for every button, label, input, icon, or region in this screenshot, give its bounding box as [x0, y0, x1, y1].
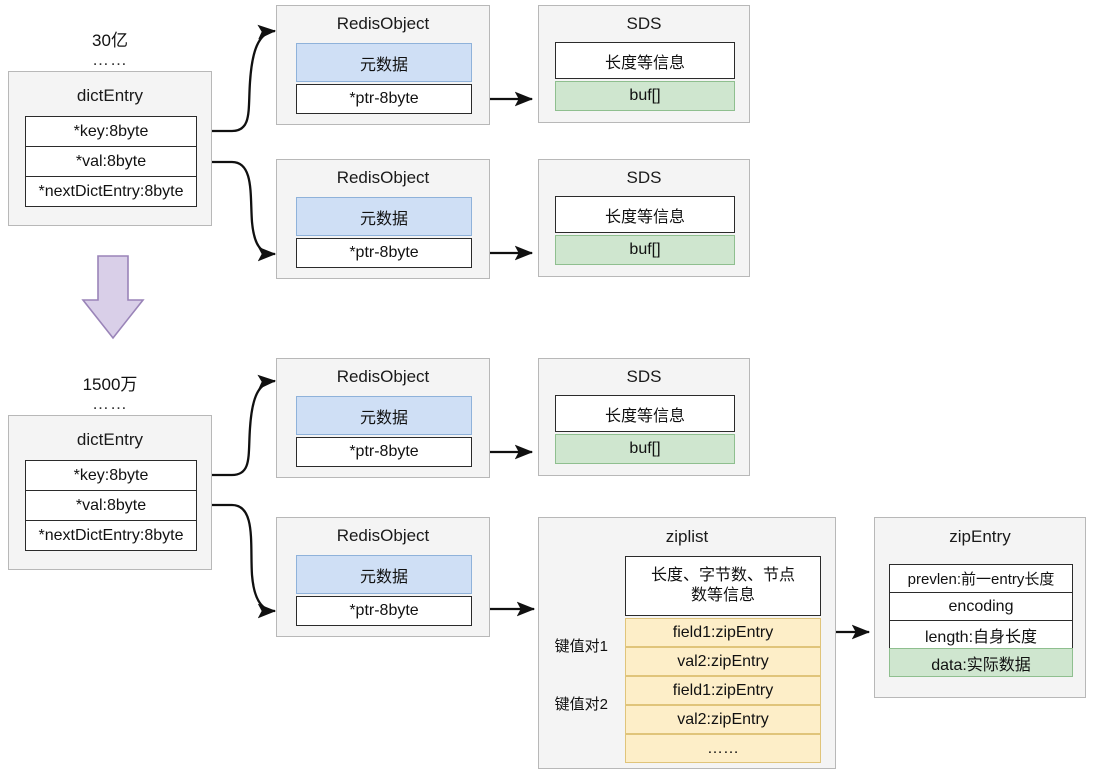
dictentry-row-key-top: *key:8byte: [25, 116, 197, 147]
sds-length-top2: 长度等信息: [555, 196, 735, 233]
sds-length-top1: 长度等信息: [555, 42, 735, 79]
redisobject-card-top2: RedisObject 元数据 *ptr-8byte: [276, 159, 490, 279]
sds-length-bottom1: 长度等信息: [555, 395, 735, 432]
dictentry-row-next-top: *nextDictEntry:8byte: [25, 176, 197, 207]
arrow-val-to-redisobject-bottom: [212, 503, 277, 619]
sds-card-top2: SDS 长度等信息 buf[]: [538, 159, 750, 277]
redisobject-card-bottom1: RedisObject 元数据 *ptr-8byte: [276, 358, 490, 478]
zipentry-title: zipEntry: [949, 527, 1011, 546]
bottom-count-label: 1500万: [82, 375, 138, 394]
kv-pair-1-label: 键值对1: [554, 638, 608, 655]
redisobject-meta-bottom1: 元数据: [296, 396, 472, 435]
ziplist-title: ziplist: [665, 527, 709, 546]
arrow-key-to-redisobject-bottom: [212, 374, 277, 477]
dictentry-card-top: dictEntry *key:8byte *val:8byte *nextDic…: [8, 71, 212, 226]
ziplist-header-line2: 数等信息: [690, 587, 755, 604]
sds-title-top1: SDS: [626, 14, 662, 33]
sds-buf-top1: buf[]: [555, 81, 735, 111]
zipentry-row-length: length:自身长度: [889, 620, 1073, 649]
top-count-label: 30亿: [92, 31, 128, 50]
ziplist-card: ziplist 长度、字节数、节点 数等信息 field1:zipEntry v…: [538, 517, 836, 769]
zipentry-card: zipEntry prevlen:前一entry长度 encoding leng…: [874, 517, 1086, 698]
redisobject-ptr-top1: *ptr-8byte: [296, 84, 472, 114]
redisobject-meta-bottom2: 元数据: [296, 555, 472, 594]
ziplist-header-box: 长度、字节数、节点 数等信息: [625, 556, 821, 616]
zipentry-row-encoding: encoding: [889, 592, 1073, 621]
sds-card-bottom1: SDS 长度等信息 buf[]: [538, 358, 750, 476]
redisobject-card-top1: RedisObject 元数据 *ptr-8byte: [276, 5, 490, 125]
bottom-ellipsis: ……: [92, 394, 128, 413]
redisobject-title-bottom2: RedisObject: [336, 526, 430, 545]
dictentry-row-val-bottom: *val:8byte: [25, 490, 197, 521]
sds-buf-bottom1: buf[]: [555, 434, 735, 464]
redisobject-title-top2: RedisObject: [336, 168, 430, 187]
redisobject-title-bottom1: RedisObject: [336, 367, 430, 386]
ziplist-entry-0: field1:zipEntry: [625, 618, 821, 647]
dictentry-title-bottom: dictEntry: [76, 430, 144, 449]
ziplist-entry-3: val2:zipEntry: [625, 705, 821, 734]
dictentry-row-val-top: *val:8byte: [25, 146, 197, 177]
dictentry-title-top: dictEntry: [76, 86, 144, 105]
redisobject-meta-top1: 元数据: [296, 43, 472, 82]
arrow-val-to-redisobject-top: [212, 160, 277, 262]
sds-card-top1: SDS 长度等信息 buf[]: [538, 5, 750, 123]
zipentry-row-data: data:实际数据: [889, 648, 1073, 677]
down-arrow-icon: [81, 255, 145, 340]
redisobject-meta-top2: 元数据: [296, 197, 472, 236]
dictentry-row-key-bottom: *key:8byte: [25, 460, 197, 491]
redisobject-ptr-bottom1: *ptr-8byte: [296, 437, 472, 467]
ziplist-header-line1: 长度、字节数、节点: [650, 567, 795, 584]
redisobject-card-bottom2: RedisObject 元数据 *ptr-8byte: [276, 517, 490, 637]
ziplist-entry-2: field1:zipEntry: [625, 676, 821, 705]
redisobject-title-top1: RedisObject: [336, 14, 430, 33]
arrow-key-to-redisobject-top: [212, 24, 277, 133]
dictentry-card-bottom: dictEntry *key:8byte *val:8byte *nextDic…: [8, 415, 212, 570]
dictentry-row-next-bottom: *nextDictEntry:8byte: [25, 520, 197, 551]
zipentry-row-prevlen: prevlen:前一entry长度: [889, 564, 1073, 593]
ziplist-entry-4: ……: [625, 734, 821, 763]
sds-buf-top2: buf[]: [555, 235, 735, 265]
top-ellipsis: ……: [92, 50, 128, 69]
sds-title-bottom1: SDS: [626, 367, 662, 386]
sds-title-top2: SDS: [626, 168, 662, 187]
redisobject-ptr-bottom2: *ptr-8byte: [296, 596, 472, 626]
ziplist-entry-1: val2:zipEntry: [625, 647, 821, 676]
kv-pair-2-label: 键值对2: [554, 696, 608, 713]
redisobject-ptr-top2: *ptr-8byte: [296, 238, 472, 268]
